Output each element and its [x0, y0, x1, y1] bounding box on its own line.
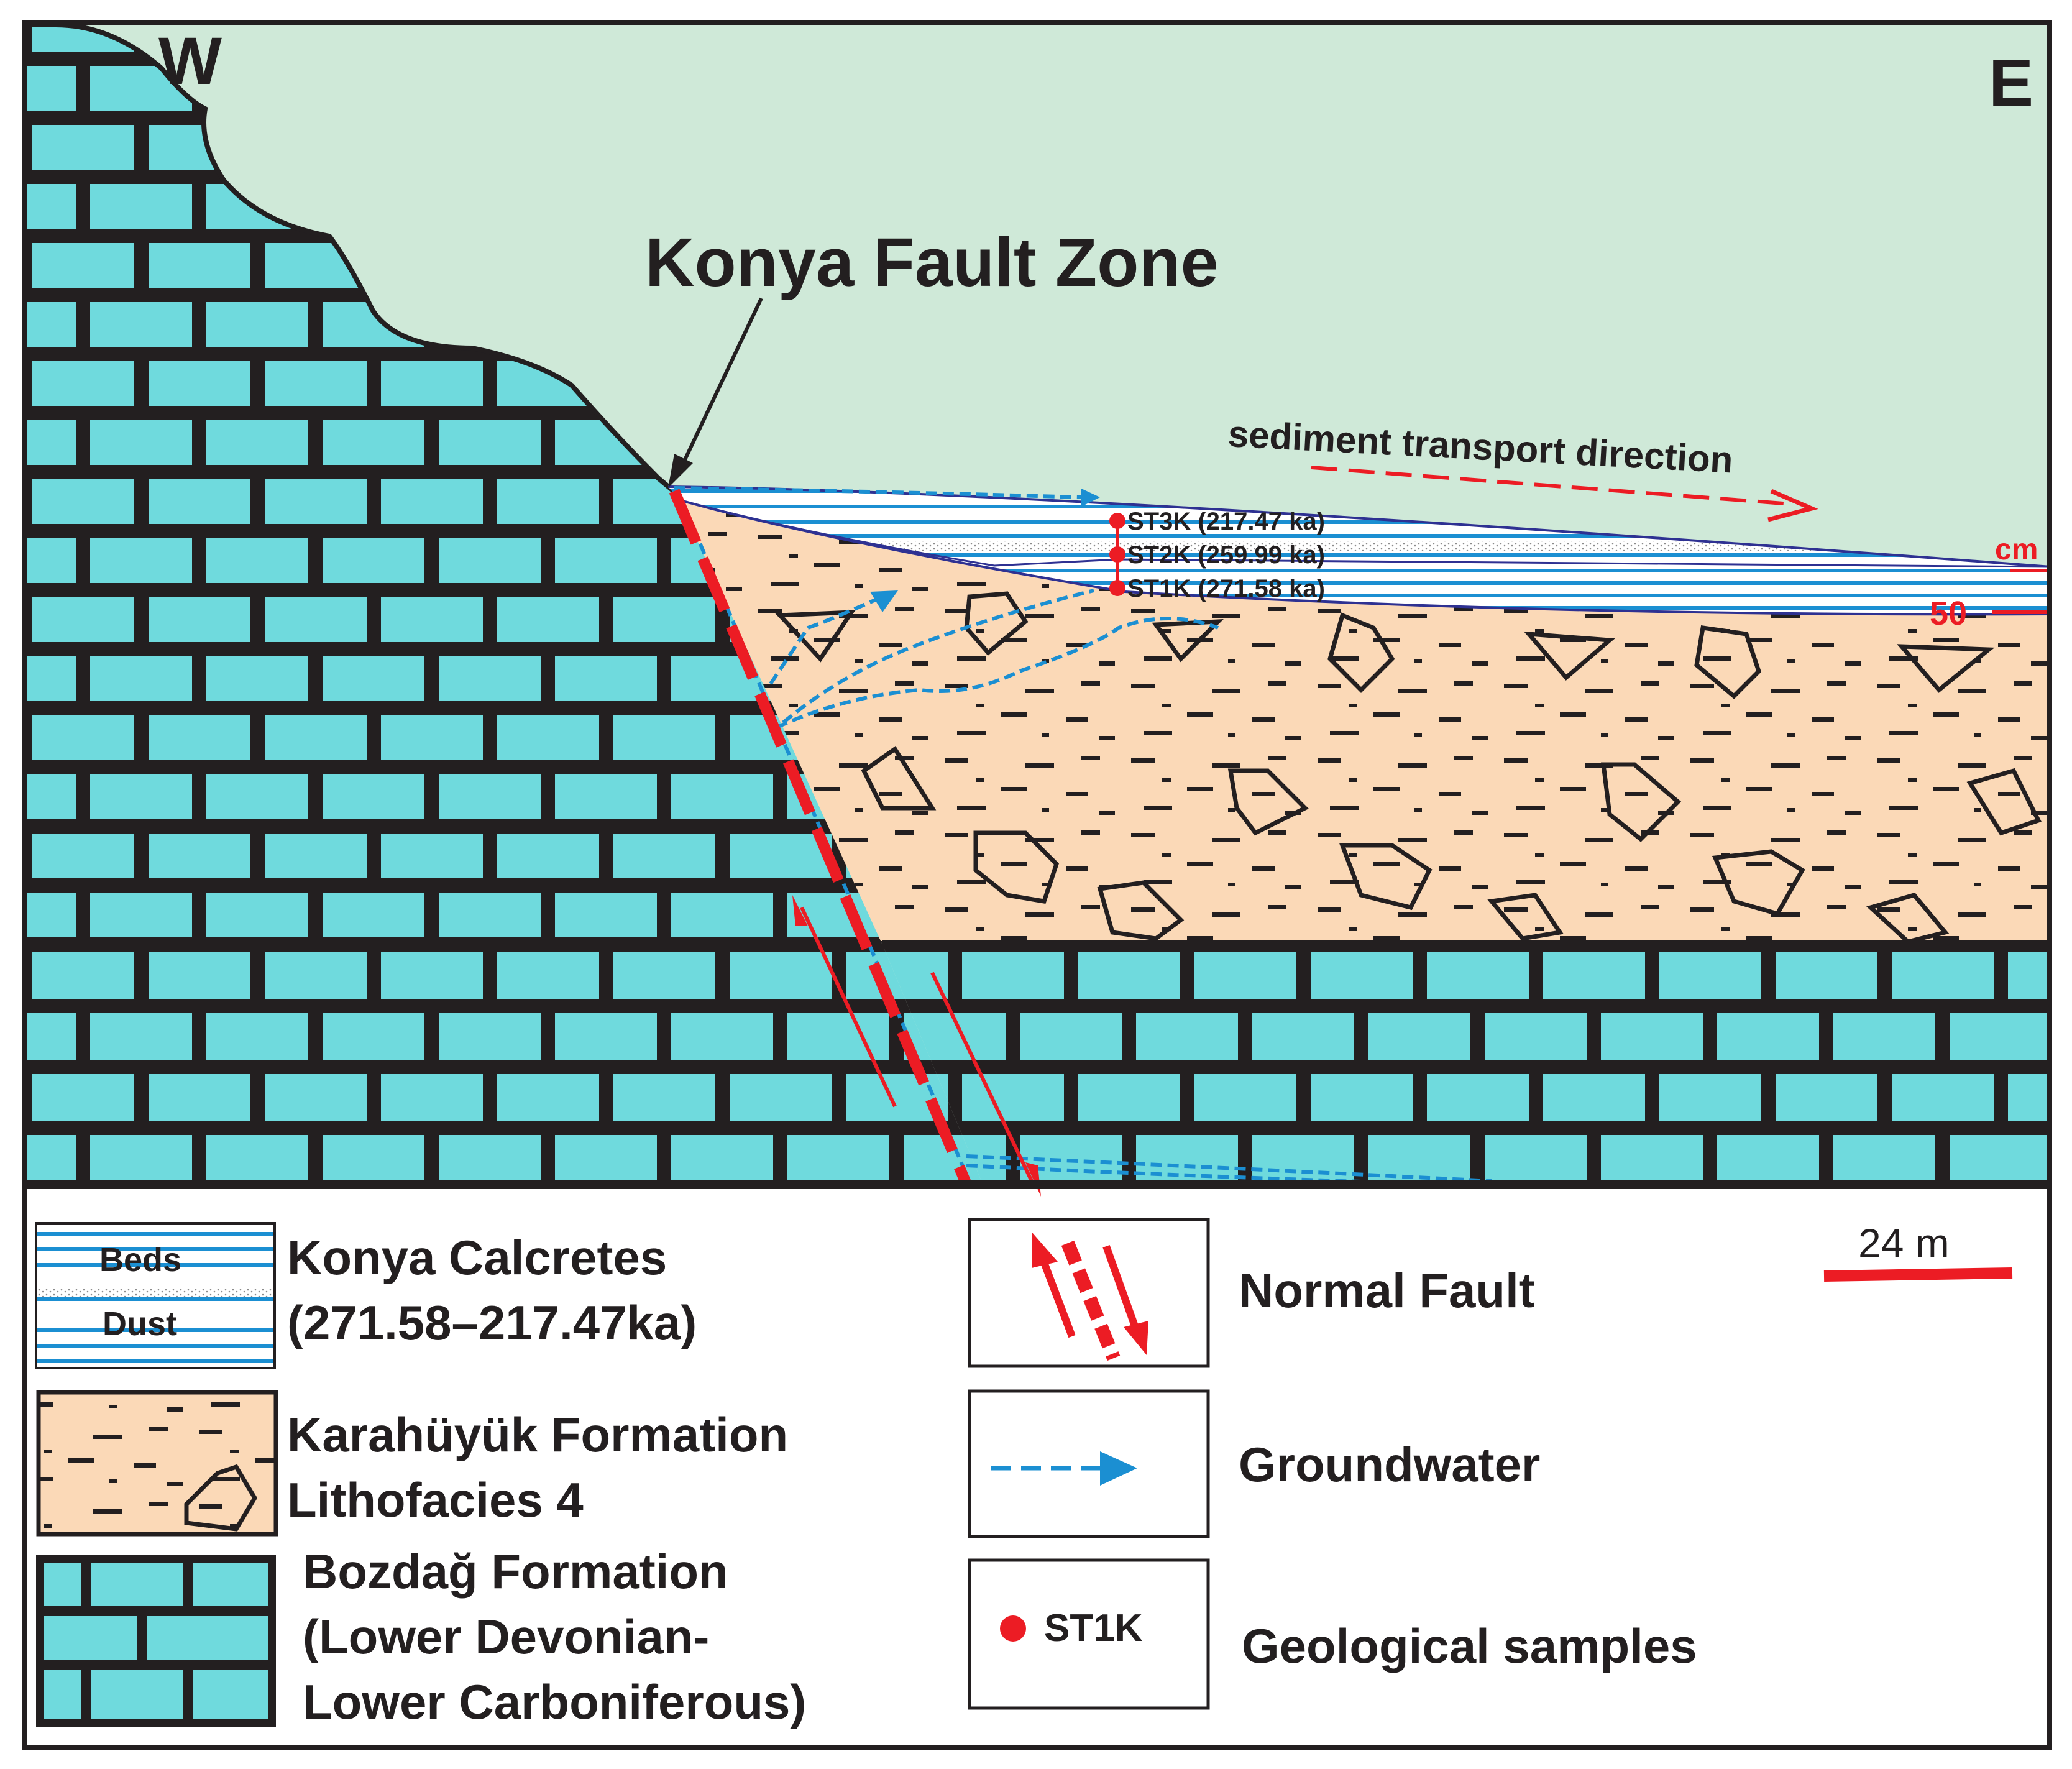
legend-sample-id: ST1K — [1044, 1607, 1143, 1650]
map-scale-bar — [1823, 1267, 2013, 1282]
figure-frame — [22, 20, 2052, 1750]
legend-samples-swatch — [968, 1558, 1210, 1710]
sample-dot-st3k — [1109, 513, 1125, 529]
sample-label-st1k: ST1K (271.58 ka) — [1127, 575, 1325, 602]
legend-karahuyuk-facies: Lithofacies 4 — [287, 1473, 584, 1527]
fault-zone-label: Konya Fault Zone — [645, 224, 1219, 301]
legend-karahuyuk-title: Karahüyük Formation — [287, 1407, 788, 1462]
sample-label-st2k: ST2K (259.99 ka) — [1127, 541, 1325, 569]
legend-groundwater-swatch — [968, 1389, 1210, 1538]
sample-dot-st2k — [1109, 546, 1125, 563]
legend-normal-fault-swatch — [968, 1218, 1210, 1368]
legend-bozdag-swatch — [36, 1555, 276, 1727]
normal-fault — [669, 489, 1041, 1197]
scale-tick-label: 50 — [1930, 595, 1967, 632]
sample-dot-st1k — [1109, 580, 1125, 596]
legend-groundwater-label: Groundwater — [1239, 1437, 1540, 1492]
breccia-clasts — [775, 591, 2042, 944]
fault-zone-pointer-arrowhead — [668, 454, 693, 488]
scale-unit-label: cm — [1995, 533, 2038, 566]
legend-karahuyuk-swatch — [36, 1390, 278, 1537]
legend-calcretes-title: Konya Calcretes — [287, 1230, 667, 1285]
legend-dust-label: Dust — [103, 1305, 177, 1343]
legend-beds-label: Beds — [99, 1241, 181, 1279]
legend-calcretes-swatch — [35, 1222, 276, 1369]
bozdag-lower-block — [882, 945, 2050, 1182]
groundwater-arrowheads — [870, 489, 1100, 612]
map-scale-label: 24 m — [1858, 1220, 1950, 1266]
sample-markers — [1109, 513, 1125, 596]
legend-bozdag-age-1: (Lower Devonian- — [303, 1609, 709, 1664]
bozdag-upper-block — [25, 25, 882, 945]
legend-sample-dot — [1000, 1615, 1026, 1642]
west-label: W — [158, 23, 222, 98]
east-label: E — [1989, 45, 2033, 120]
legend-normal-fault-label: Normal Fault — [1239, 1263, 1535, 1318]
legend-samples-label: Geological samples — [1242, 1619, 1697, 1673]
legend-bozdag-title: Bozdağ Formation — [303, 1544, 728, 1599]
legend-calcretes-age: (271.58–217.47ka) — [287, 1295, 697, 1350]
sample-label-st3k: ST3K (217.47 ka) — [1127, 508, 1325, 535]
legend-bozdag-age-2: Lower Carboniferous) — [303, 1675, 806, 1729]
